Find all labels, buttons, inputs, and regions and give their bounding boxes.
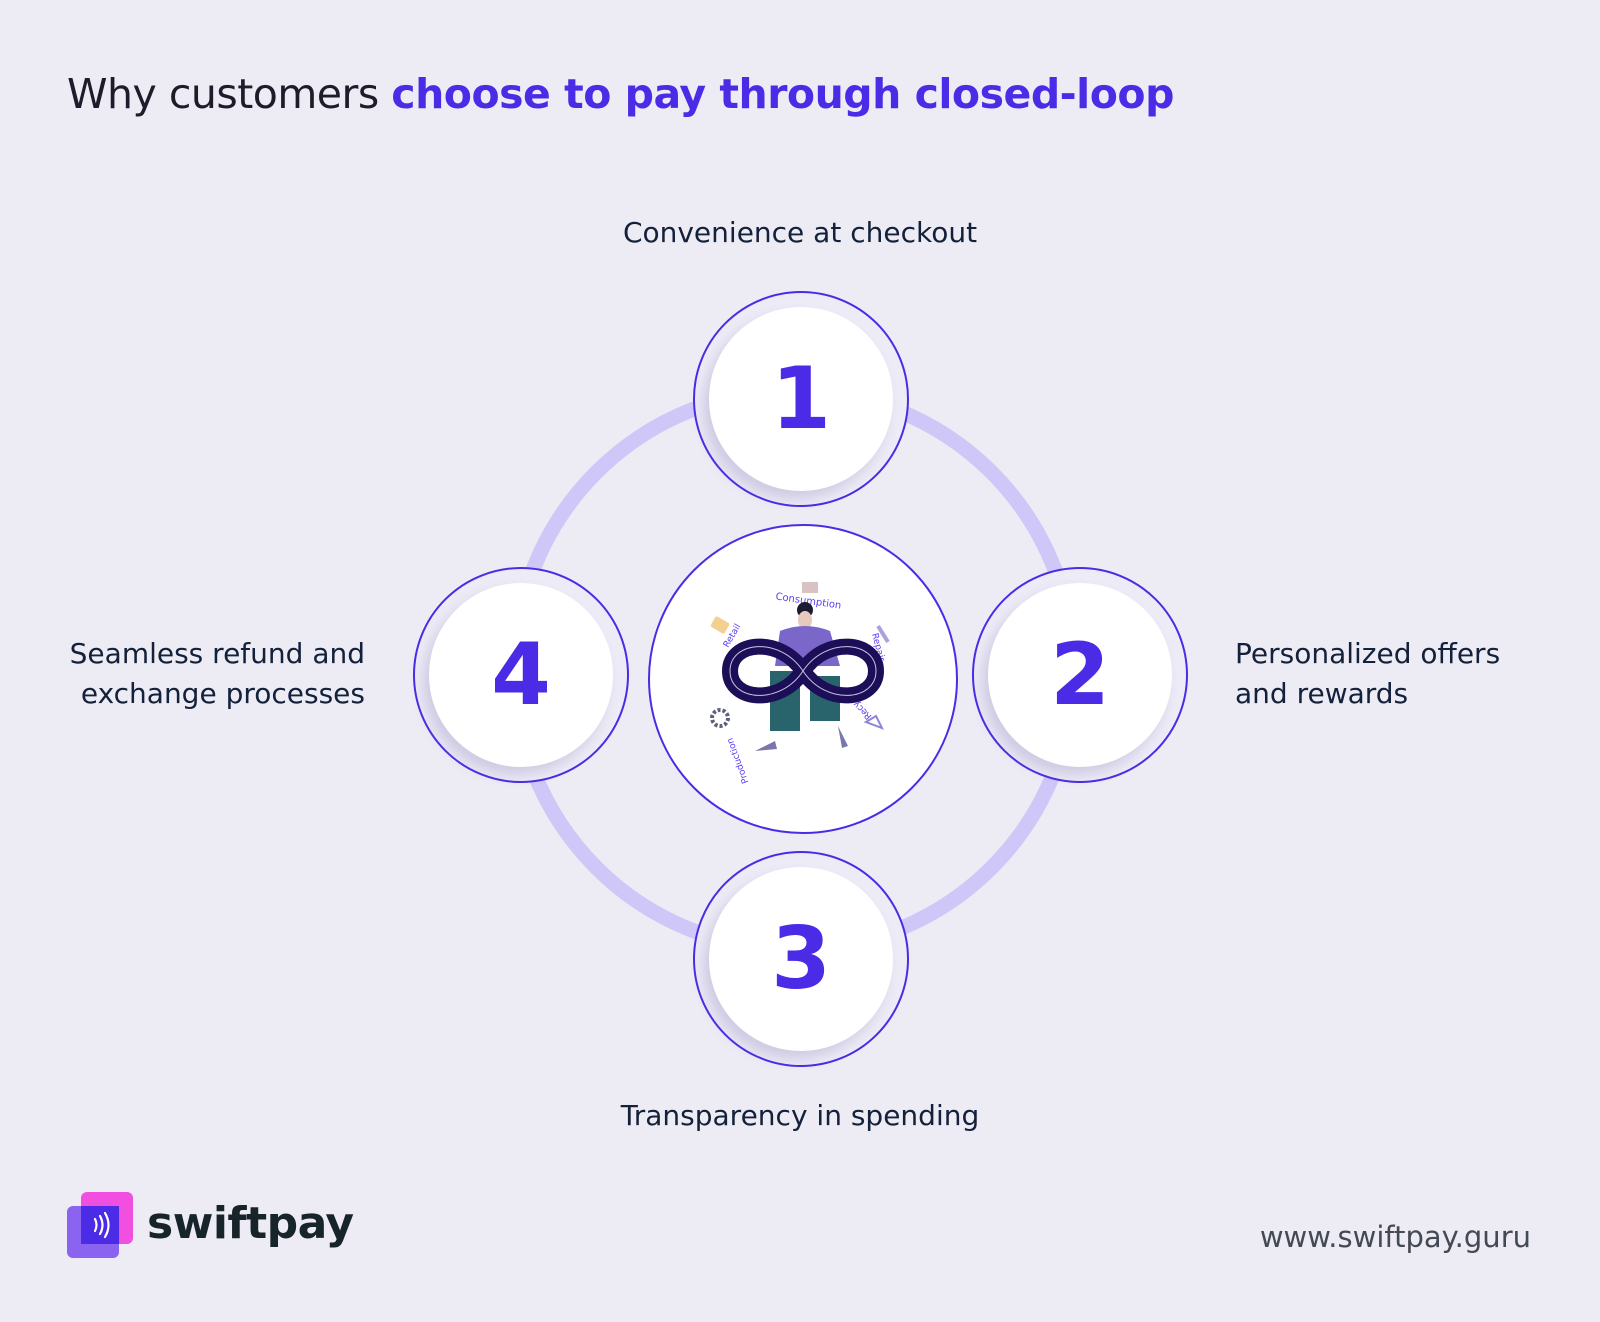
step-4-number: 4	[429, 583, 613, 767]
center-illustration: Consumption Retail Repair Production Rec…	[648, 524, 958, 834]
step-2-label-line-1: Personalized offers	[1235, 637, 1501, 670]
box-icon	[802, 582, 818, 593]
production-label: Production	[726, 736, 752, 784]
step-4-label-line-2: exchange processes	[80, 677, 365, 710]
step-2-number: 2	[988, 583, 1172, 767]
step-4-label-line-1: Seamless refund and	[69, 637, 365, 670]
wrench-icon	[876, 624, 890, 644]
step-2-label-line-2: and rewards	[1235, 677, 1409, 710]
brand-name: swiftpay	[147, 1198, 354, 1249]
page-title: Why customers choose to pay through clos…	[67, 70, 1174, 118]
step-1-circle: 1	[693, 291, 909, 507]
step-2-label: Personalized offers and rewards	[1235, 634, 1500, 714]
swiftpay-logo-icon	[67, 1192, 133, 1258]
step-4-circle: 4	[413, 567, 629, 783]
recycle-icon	[863, 714, 885, 730]
title-highlight: choose to pay through closed-loop	[391, 70, 1174, 118]
step-2-circle: 2	[972, 567, 1188, 783]
step-3-number: 3	[709, 867, 893, 1051]
gear-icon	[710, 708, 730, 728]
price-tag-icon	[710, 616, 730, 634]
title-prefix: Why customers	[67, 70, 392, 118]
website-url[interactable]: www.swiftpay.guru	[1259, 1220, 1531, 1254]
step-1-label: Convenience at checkout	[622, 216, 978, 249]
step-1-number: 1	[709, 307, 893, 491]
contactless-icon	[93, 1211, 110, 1239]
step-3-circle: 3	[693, 851, 909, 1067]
step-4-label: Seamless refund and exchange processes	[70, 634, 365, 714]
step-3-label: Transparency in spending	[620, 1099, 980, 1132]
infinity-person-illustration: Consumption Retail Repair Production Rec…	[710, 582, 890, 785]
